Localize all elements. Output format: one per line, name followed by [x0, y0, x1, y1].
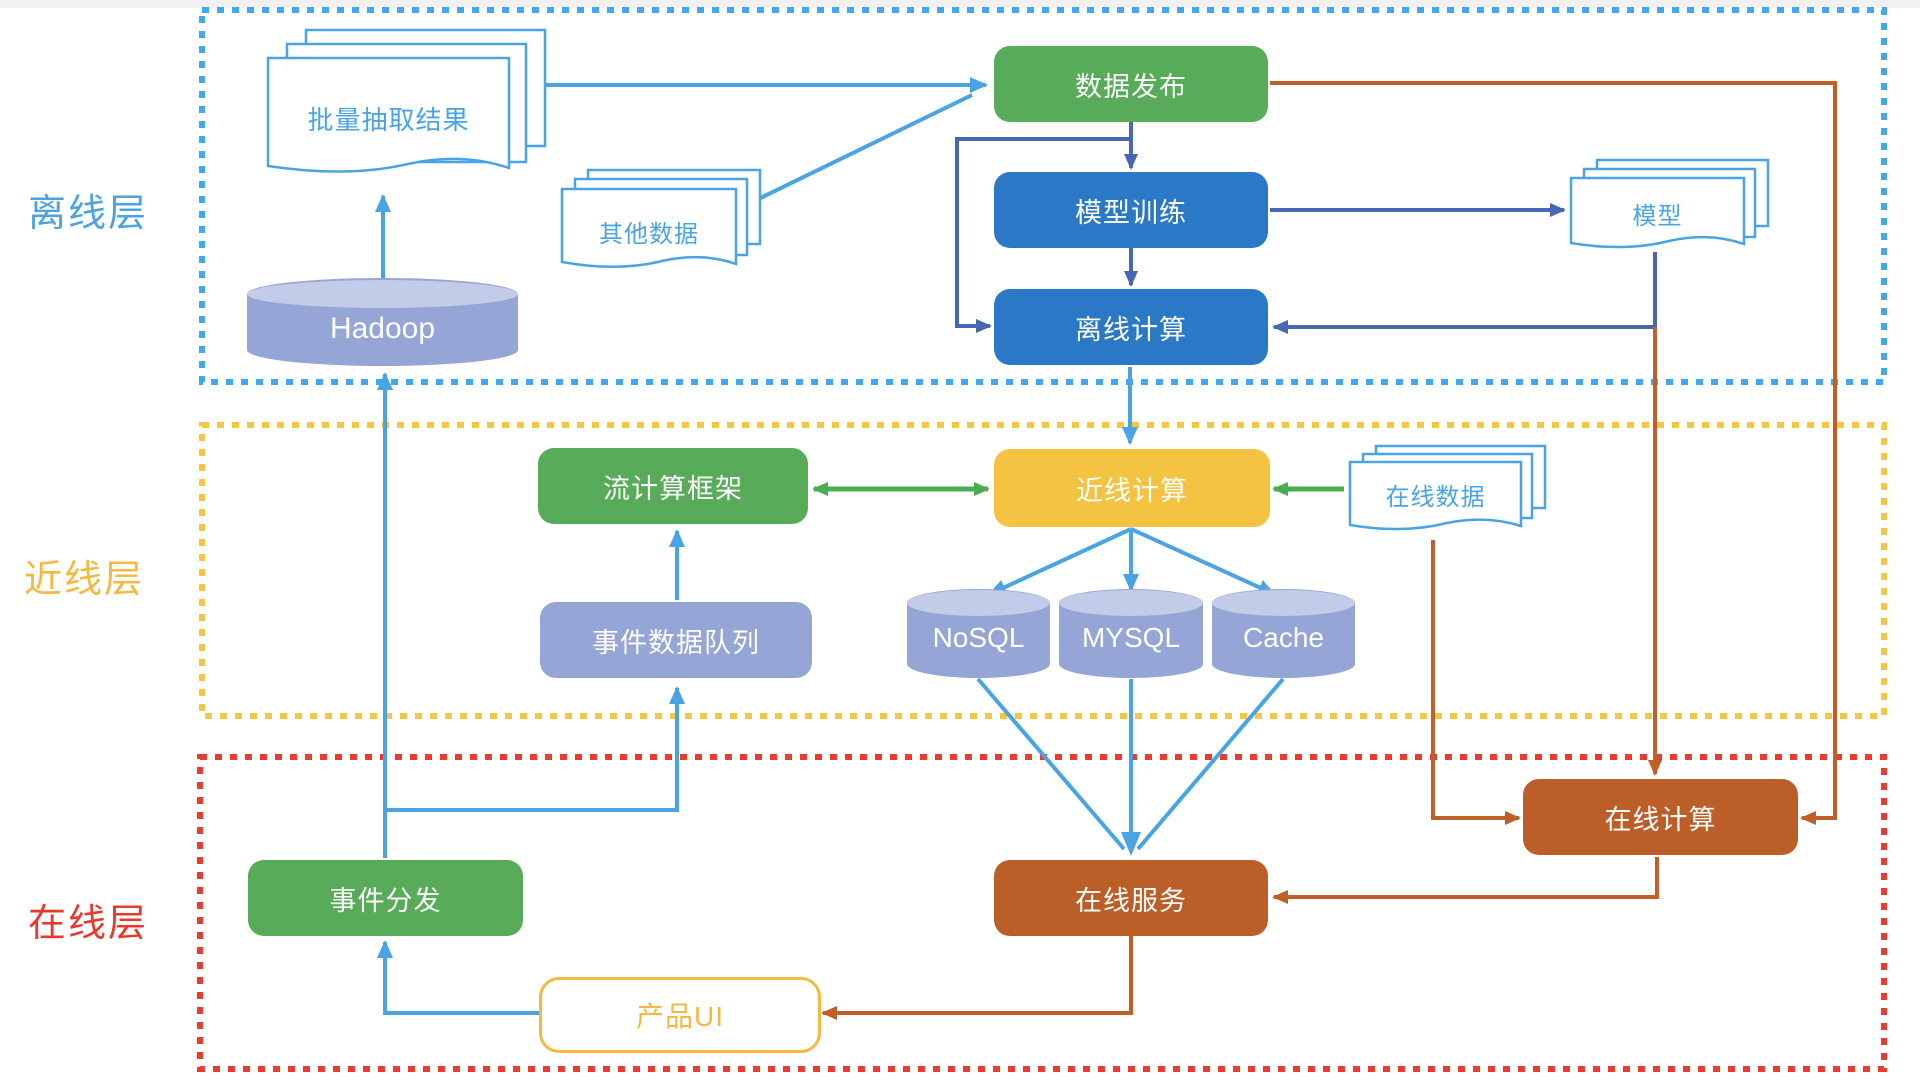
cylinder-shape: [247, 278, 518, 366]
nosql-cylinder: NoSQL: [905, 588, 1052, 680]
document-shape: [266, 28, 547, 173]
connector-publish-to-offline: [955, 137, 1131, 333]
stream-framework-label: 流计算框架: [603, 473, 743, 504]
mysql-cylinder: MYSQL: [1057, 588, 1205, 680]
connector-ui-to-dispatch: [377, 940, 539, 1015]
document-shape: [560, 168, 762, 269]
nearline-compute-label: 近线计算: [1076, 475, 1188, 506]
online-layer-label: 在线层: [28, 903, 149, 945]
connector-nosql-to-service: [976, 677, 1126, 851]
offline-layer-label: 离线层: [28, 193, 149, 235]
online-service-label: 在线服务: [1075, 885, 1187, 916]
cylinder-shape: [1212, 589, 1355, 678]
event-queue-box: 事件数据队列: [540, 602, 812, 678]
lightblue-connectors: [375, 77, 1285, 1015]
model-label: 模型: [1632, 203, 1683, 230]
product-ui-label: 产品UI: [635, 1001, 724, 1032]
document-shape: [1348, 444, 1547, 531]
connector-cache-to-service: [1136, 677, 1285, 851]
nearline-layer-label: 近线层: [24, 559, 145, 601]
hadoop-label: Hadoop: [329, 312, 436, 345]
model-training-label: 模型训练: [1075, 197, 1187, 228]
other-data-document: 其他数据: [560, 168, 764, 286]
mysql-label: MYSQL: [1081, 622, 1181, 653]
other-data-label: 其他数据: [599, 221, 699, 248]
offline-compute-label: 离线计算: [1075, 314, 1187, 345]
online-data-document: 在线数据: [1348, 444, 1548, 546]
document-shape: [1569, 158, 1770, 249]
online-compute-label: 在线计算: [1604, 804, 1717, 835]
event-dispatch-box: 事件分发: [248, 860, 523, 936]
offline-layer-border: [199, 7, 1887, 385]
online-data-label: 在线数据: [1385, 484, 1486, 511]
nearline-layer-border: [199, 422, 1887, 719]
online-layer-border: [197, 754, 1887, 1072]
data-publish-box: 数据发布: [994, 46, 1268, 122]
connector-onlinecompute-to-service: [1272, 857, 1659, 904]
cylinder-shape: [1059, 589, 1203, 678]
batch-result-document: 批量抽取结果: [266, 28, 556, 190]
connector-service-to-ui: [821, 936, 1133, 1020]
nearline-compute-box: 近线计算: [994, 449, 1270, 527]
product-ui-box: 产品UI: [539, 977, 821, 1053]
batch-result-label: 批量抽取结果: [307, 105, 470, 135]
cache-cylinder: Cache: [1210, 588, 1357, 680]
top-strip: [0, 0, 1920, 8]
connector-nearline-to-cache: [1130, 527, 1276, 596]
offline-compute-box: 离线计算: [994, 289, 1268, 365]
connector-nearline-to-nosql: [988, 527, 1132, 596]
connector-publish-to-onlinecompute-right: [1270, 81, 1837, 825]
model-training-box: 模型训练: [994, 172, 1268, 248]
connector-onlinedata-to-onlinecompute: [1431, 540, 1521, 825]
event-queue-label: 事件数据队列: [592, 627, 760, 658]
connector-branch-to-queue: [385, 686, 685, 812]
layer-borders: [197, 7, 1887, 1072]
online-compute-box: 在线计算: [1523, 779, 1798, 855]
orange-connectors: [821, 81, 1837, 1020]
hadoop-cylinder: Hadoop: [245, 278, 520, 368]
model-document: 模型: [1569, 158, 1771, 264]
stream-framework-box: 流计算框架: [538, 448, 808, 524]
event-dispatch-label: 事件分发: [329, 885, 442, 916]
connector-other-to-publish: [741, 93, 973, 209]
nosql-label: NoSQL: [932, 622, 1025, 653]
online-service-box: 在线服务: [994, 860, 1268, 936]
data-publish-label: 数据发布: [1075, 71, 1187, 102]
cylinder-shape: [907, 589, 1050, 678]
cache-label: Cache: [1243, 622, 1324, 653]
